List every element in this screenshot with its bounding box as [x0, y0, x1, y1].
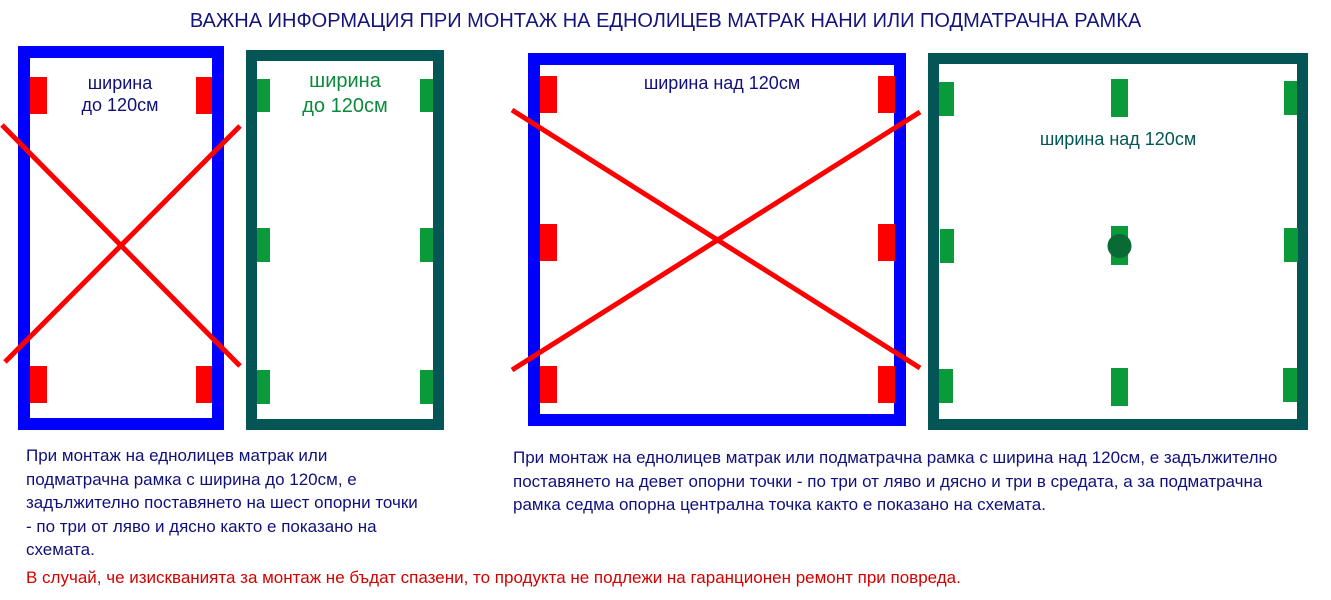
red-support-block — [30, 366, 47, 403]
green-support-block — [939, 82, 954, 116]
frame-wide-incorrect — [510, 53, 922, 426]
red-support-block — [196, 366, 212, 403]
red-support-block — [196, 77, 212, 114]
teal-frame — [928, 53, 1308, 430]
green-support-block — [1284, 228, 1298, 262]
green-support-block — [257, 370, 270, 404]
red-support-block — [540, 224, 557, 261]
label-line: ширина — [87, 73, 153, 93]
label-line: до 120см — [81, 95, 159, 115]
note-narrow: При монтаж на еднолицев матрак или подма… — [26, 446, 418, 559]
note-wide: При монтаж на еднолицев матрак или подма… — [513, 448, 1278, 514]
frame-narrow-correct — [246, 50, 444, 430]
green-support-block — [420, 228, 433, 262]
frame-narrow-incorrect — [0, 46, 242, 430]
page-title: ВАЖНА ИНФОРМАЦИЯ ПРИ МОНТАЖ НА ЕДНОЛИЦЕВ… — [189, 10, 1142, 32]
red-cross-icon — [3, 124, 242, 364]
green-support-block — [939, 369, 953, 403]
green-support-block — [1284, 81, 1297, 115]
green-support-block — [1111, 79, 1128, 117]
red-support-block — [878, 366, 895, 403]
label-wide-incorrect: ширина над 120см — [643, 73, 801, 93]
green-support-block — [257, 228, 270, 262]
red-support-block — [30, 77, 47, 114]
red-support-block — [540, 366, 557, 403]
label-line: до 120см — [302, 95, 388, 117]
red-cross-icon — [510, 109, 922, 373]
label-wide-correct: ширина над 120см — [1039, 129, 1197, 149]
warranty-warning: В случай, че изискванията за монтаж не б… — [26, 568, 961, 587]
green-support-block — [940, 229, 954, 263]
label-line: ширина — [309, 70, 381, 92]
teal-frame — [246, 50, 444, 430]
red-support-block — [878, 76, 895, 113]
green-support-block — [1111, 368, 1128, 406]
label-narrow-incorrect: ширина до 120см — [60, 72, 180, 116]
red-support-block — [540, 76, 557, 113]
blue-frame — [18, 46, 224, 430]
blue-frame — [528, 53, 906, 426]
red-support-block — [878, 224, 895, 261]
green-support-block — [420, 79, 433, 112]
green-support-block — [257, 79, 270, 112]
frame-wide-correct — [928, 53, 1308, 430]
green-support-block — [1283, 368, 1297, 402]
green-support-block — [420, 370, 433, 404]
label-narrow-correct: ширина до 120см — [285, 69, 405, 119]
central-support-point — [1107, 234, 1132, 258]
